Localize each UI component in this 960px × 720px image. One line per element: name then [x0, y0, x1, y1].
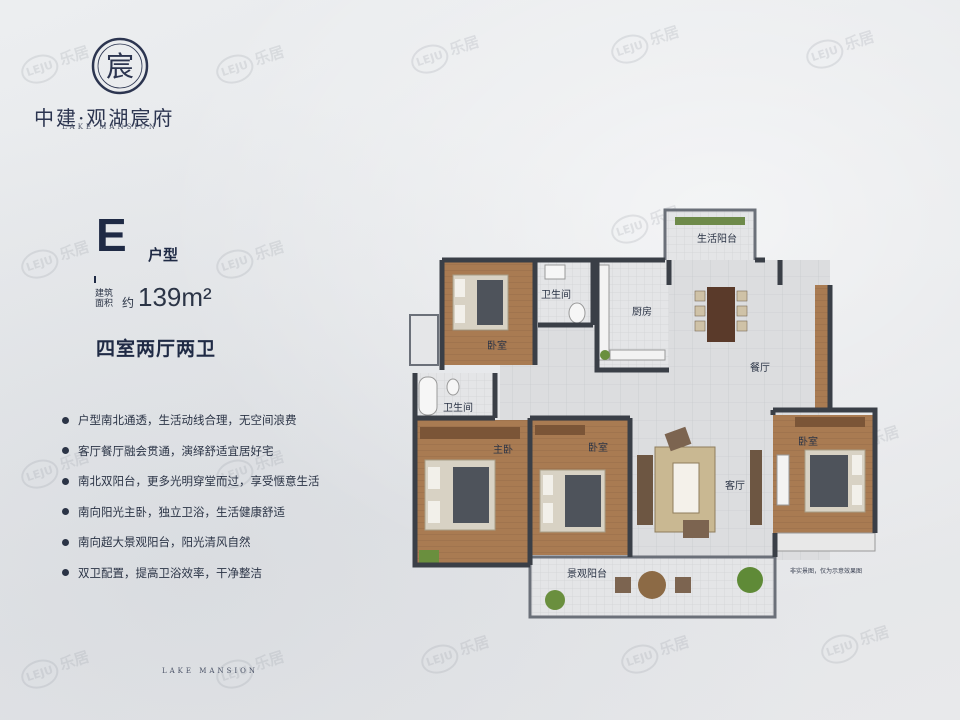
bullet-icon	[62, 447, 69, 455]
walls	[412, 257, 878, 568]
feature-item: 南向阳光主卧，独立卫浴，生活健康舒适	[62, 497, 320, 528]
tv-cabinet	[750, 450, 762, 525]
bullet-icon	[62, 538, 69, 546]
sofa	[637, 455, 653, 525]
label-bed-nw: 卧室	[487, 339, 507, 352]
unit-layout: 四室两厅两卫	[96, 338, 217, 360]
label-view-balcony: 景观阳台	[567, 567, 607, 580]
dining-table	[707, 287, 735, 342]
coffee-table	[672, 462, 700, 514]
feature-item: 南向超大景观阳台，阳光清风自然	[62, 527, 320, 558]
label-bed-e: 卧室	[798, 435, 818, 448]
bullet-icon	[62, 477, 69, 485]
label-master: 主卧	[493, 443, 513, 456]
disclaimer-note: 非实景图，仅为示意效果图	[790, 568, 863, 575]
feature-item: 双卫配置，提高卫浴效率，干净整洁	[62, 558, 320, 589]
feature-list: 户型南北通透，生活动线合理，无空间浪费 客厅餐厅融会贯通，演绎舒适宜居好宅 南北…	[62, 405, 320, 588]
bullet-icon	[62, 416, 69, 424]
east-strip	[815, 285, 830, 410]
bullet-icon	[62, 508, 69, 516]
label-bed-s: 卧室	[588, 441, 608, 454]
decor-tick	[94, 276, 96, 283]
unit-type-word: 户型	[148, 246, 179, 264]
feature-item: 南北双阳台，更多光明穿堂而过，享受惬意生活	[62, 466, 320, 497]
area-label: 建筑面积	[95, 289, 114, 309]
planter	[675, 217, 745, 225]
floor-plan: 生活阳台 卫生间 厨房 卧室 餐厅 卫生间 主卧 卧室 客厅 卧室 景观阳台	[409, 208, 878, 619]
bed-cover	[477, 280, 503, 325]
area-prefix: 约	[122, 296, 135, 310]
label-dining: 餐厅	[750, 361, 770, 374]
brand-logo: 宸	[91, 37, 149, 95]
logo-glyph: 宸	[106, 50, 134, 83]
brand-subtitle: LAKE MANSION	[62, 123, 159, 131]
label-bath1: 卫生间	[541, 288, 571, 301]
area-value: 139m²	[138, 282, 212, 312]
feature-item: 客厅餐厅融会贯通，演绎舒适宜居好宅	[62, 436, 320, 467]
footer-tagline: LAKE MANSION	[161, 667, 259, 675]
label-living: 客厅	[725, 479, 745, 492]
bullet-icon	[62, 569, 69, 577]
label-kitchen: 厨房	[632, 305, 652, 318]
brand-name: 中建·观湖宸府	[34, 106, 175, 130]
label-utility-balcony: 生活阳台	[697, 232, 737, 245]
label-bath2: 卫生间	[443, 401, 473, 414]
balcony-table	[638, 571, 666, 599]
feature-item: 户型南北通透，生活动线合理，无空间浪费	[62, 405, 320, 436]
unit-letter: E	[96, 209, 127, 261]
